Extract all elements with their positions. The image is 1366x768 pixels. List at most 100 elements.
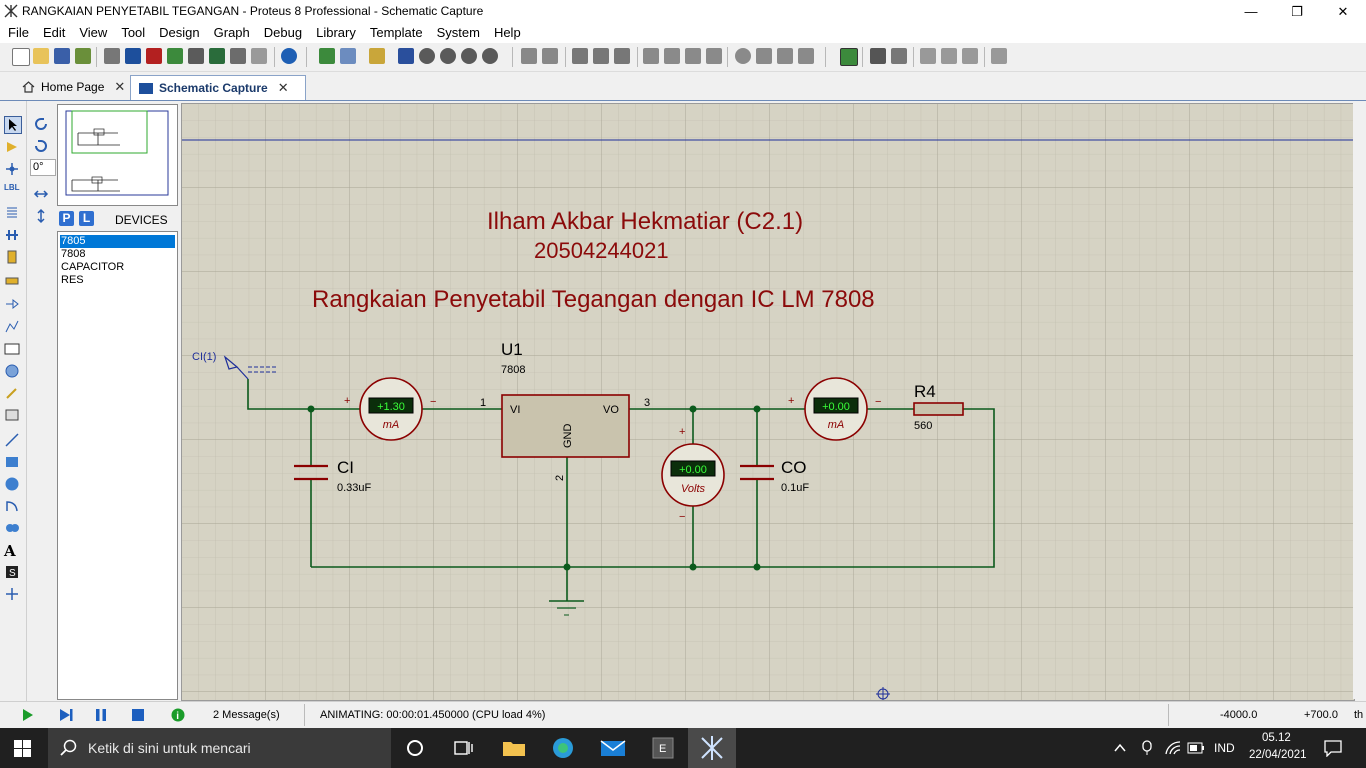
menu-template[interactable]: Template bbox=[369, 25, 423, 40]
zoom-area-icon[interactable] bbox=[482, 48, 498, 64]
buses-icon[interactable] bbox=[4, 227, 20, 243]
component-mode-icon[interactable] bbox=[4, 139, 20, 155]
menu-help[interactable]: Help bbox=[493, 25, 521, 40]
virtual-instruments-icon[interactable] bbox=[4, 407, 20, 423]
text-draw-icon[interactable]: A bbox=[4, 542, 16, 560]
terminals-icon[interactable] bbox=[4, 273, 20, 289]
generator-icon[interactable] bbox=[4, 363, 20, 379]
path-draw-icon[interactable] bbox=[4, 520, 20, 536]
block-move-icon[interactable] bbox=[664, 48, 680, 64]
menu-edit[interactable]: Edit bbox=[42, 25, 66, 40]
ground-symbol[interactable] bbox=[549, 600, 584, 616]
line-draw-icon[interactable] bbox=[4, 432, 20, 448]
marker-draw-icon[interactable] bbox=[4, 586, 20, 602]
mail-icon[interactable] bbox=[600, 738, 626, 761]
bill-of-materials-icon[interactable] bbox=[209, 48, 225, 64]
regulator-u1[interactable]: U1 7808 VI VO GND 1 3 2 bbox=[480, 340, 650, 481]
schematic-heading-text[interactable]: Rangkaian Penyetabil Tegangan dengan IC … bbox=[312, 286, 875, 313]
student-id-text[interactable]: 20504244021 bbox=[534, 238, 669, 263]
input-terminal[interactable]: CI(1) bbox=[192, 351, 277, 380]
capacitor-ci[interactable]: CI 0.33uF bbox=[294, 458, 372, 494]
voltmeter[interactable]: +0.00 Volts + − bbox=[661, 426, 725, 523]
device-item-capacitor[interactable]: CAPACITOR bbox=[61, 261, 125, 273]
text-script-icon[interactable] bbox=[4, 205, 20, 221]
close-tab-icon[interactable]: ✕ bbox=[114, 79, 126, 94]
stop-button[interactable] bbox=[131, 708, 145, 725]
copy-icon[interactable] bbox=[593, 48, 609, 64]
overview-window[interactable] bbox=[57, 104, 178, 206]
step-button[interactable] bbox=[58, 708, 74, 725]
vertical-scrollbar[interactable] bbox=[1353, 103, 1366, 699]
clock-time[interactable]: 05.12 bbox=[1262, 732, 1291, 744]
rotate-anticlockwise-icon[interactable] bbox=[33, 138, 49, 154]
battery-icon[interactable] bbox=[1187, 742, 1205, 757]
wire-autorouter-icon[interactable] bbox=[840, 48, 858, 66]
graph-mode-icon[interactable] bbox=[4, 318, 20, 334]
meet-now-icon[interactable] bbox=[1140, 740, 1154, 759]
device-item-res[interactable]: RES bbox=[61, 274, 84, 286]
play-button[interactable] bbox=[20, 708, 34, 725]
packaging-tool-icon[interactable] bbox=[777, 48, 793, 64]
file-explorer-icon[interactable] bbox=[502, 738, 526, 761]
subcircuit-icon[interactable] bbox=[4, 249, 20, 265]
redo-icon[interactable] bbox=[542, 48, 558, 64]
cut-icon[interactable] bbox=[572, 48, 588, 64]
block-delete-icon[interactable] bbox=[706, 48, 722, 64]
close-window-button[interactable]: ✕ bbox=[1337, 3, 1349, 19]
ammeter-input[interactable]: +1.30 mA + − bbox=[344, 377, 436, 441]
rotation-angle-field[interactable]: 0° bbox=[30, 159, 56, 176]
cortana-icon[interactable] bbox=[406, 739, 424, 760]
make-device-icon[interactable] bbox=[756, 48, 772, 64]
junction-dot-icon[interactable] bbox=[4, 161, 20, 177]
ammeter-output[interactable]: +0.00 mA + − bbox=[788, 377, 881, 441]
paste-icon[interactable] bbox=[614, 48, 630, 64]
source-code-icon[interactable] bbox=[230, 48, 246, 64]
rotate-clockwise-icon[interactable] bbox=[33, 116, 49, 132]
task-view-icon[interactable] bbox=[454, 739, 474, 760]
selection-mode-icon[interactable] bbox=[4, 116, 22, 134]
wires[interactable] bbox=[247, 379, 995, 601]
edge-browser-icon[interactable] bbox=[551, 737, 575, 762]
pick-device-icon[interactable] bbox=[735, 48, 751, 64]
refresh-icon[interactable] bbox=[319, 48, 335, 64]
circle-draw-icon[interactable] bbox=[4, 476, 20, 492]
new-sheet-icon[interactable] bbox=[920, 48, 936, 64]
flip-vertical-icon[interactable] bbox=[33, 208, 49, 224]
menu-file[interactable]: File bbox=[8, 25, 29, 40]
remove-sheet-icon[interactable] bbox=[941, 48, 957, 64]
help-icon[interactable] bbox=[281, 48, 297, 64]
property-assignment-icon[interactable] bbox=[891, 48, 907, 64]
tab-schematic-capture[interactable]: Schematic Capture ✕ bbox=[130, 75, 306, 100]
menu-graph[interactable]: Graph bbox=[213, 25, 250, 40]
menu-design[interactable]: Design bbox=[159, 25, 200, 40]
messages-count[interactable]: 2 Message(s) bbox=[213, 709, 280, 721]
undo-icon[interactable] bbox=[521, 48, 537, 64]
capacitor-co[interactable]: CO 0.1uF bbox=[740, 458, 809, 494]
windows-start-icon[interactable] bbox=[14, 740, 31, 760]
pause-button[interactable] bbox=[94, 708, 108, 725]
wire-label-icon[interactable]: LBL bbox=[4, 183, 20, 192]
open-folder-icon[interactable] bbox=[33, 48, 49, 64]
tab-home-page[interactable]: Home Page ✕ bbox=[14, 75, 134, 99]
box-draw-icon[interactable] bbox=[4, 454, 20, 470]
grid-toggle-icon[interactable] bbox=[340, 48, 356, 64]
notifications-icon[interactable] bbox=[1324, 739, 1342, 760]
taskbar-search-box[interactable]: Ketik di sini untuk mencari bbox=[48, 728, 391, 768]
block-copy-icon[interactable] bbox=[643, 48, 659, 64]
origin-icon[interactable] bbox=[369, 48, 385, 64]
voltage-probe-icon[interactable] bbox=[4, 385, 20, 401]
home-page-icon[interactable] bbox=[104, 48, 120, 64]
zoom-all-icon[interactable] bbox=[461, 48, 477, 64]
tape-recorder-icon[interactable] bbox=[4, 341, 20, 357]
exit-to-parent-icon[interactable] bbox=[962, 48, 978, 64]
restore-button[interactable]: ❐ bbox=[1291, 3, 1303, 19]
menu-debug[interactable]: Debug bbox=[263, 25, 303, 40]
input-language[interactable]: IND bbox=[1214, 741, 1235, 755]
minimize-button[interactable]: — bbox=[1244, 4, 1258, 19]
wifi-icon[interactable] bbox=[1164, 740, 1182, 759]
symbol-draw-icon[interactable]: S bbox=[4, 564, 20, 580]
arc-draw-icon[interactable] bbox=[4, 498, 20, 514]
pick-devices-button[interactable]: P bbox=[59, 211, 74, 226]
close-tab-icon[interactable]: ✕ bbox=[277, 80, 289, 95]
menu-library[interactable]: Library bbox=[316, 25, 356, 40]
